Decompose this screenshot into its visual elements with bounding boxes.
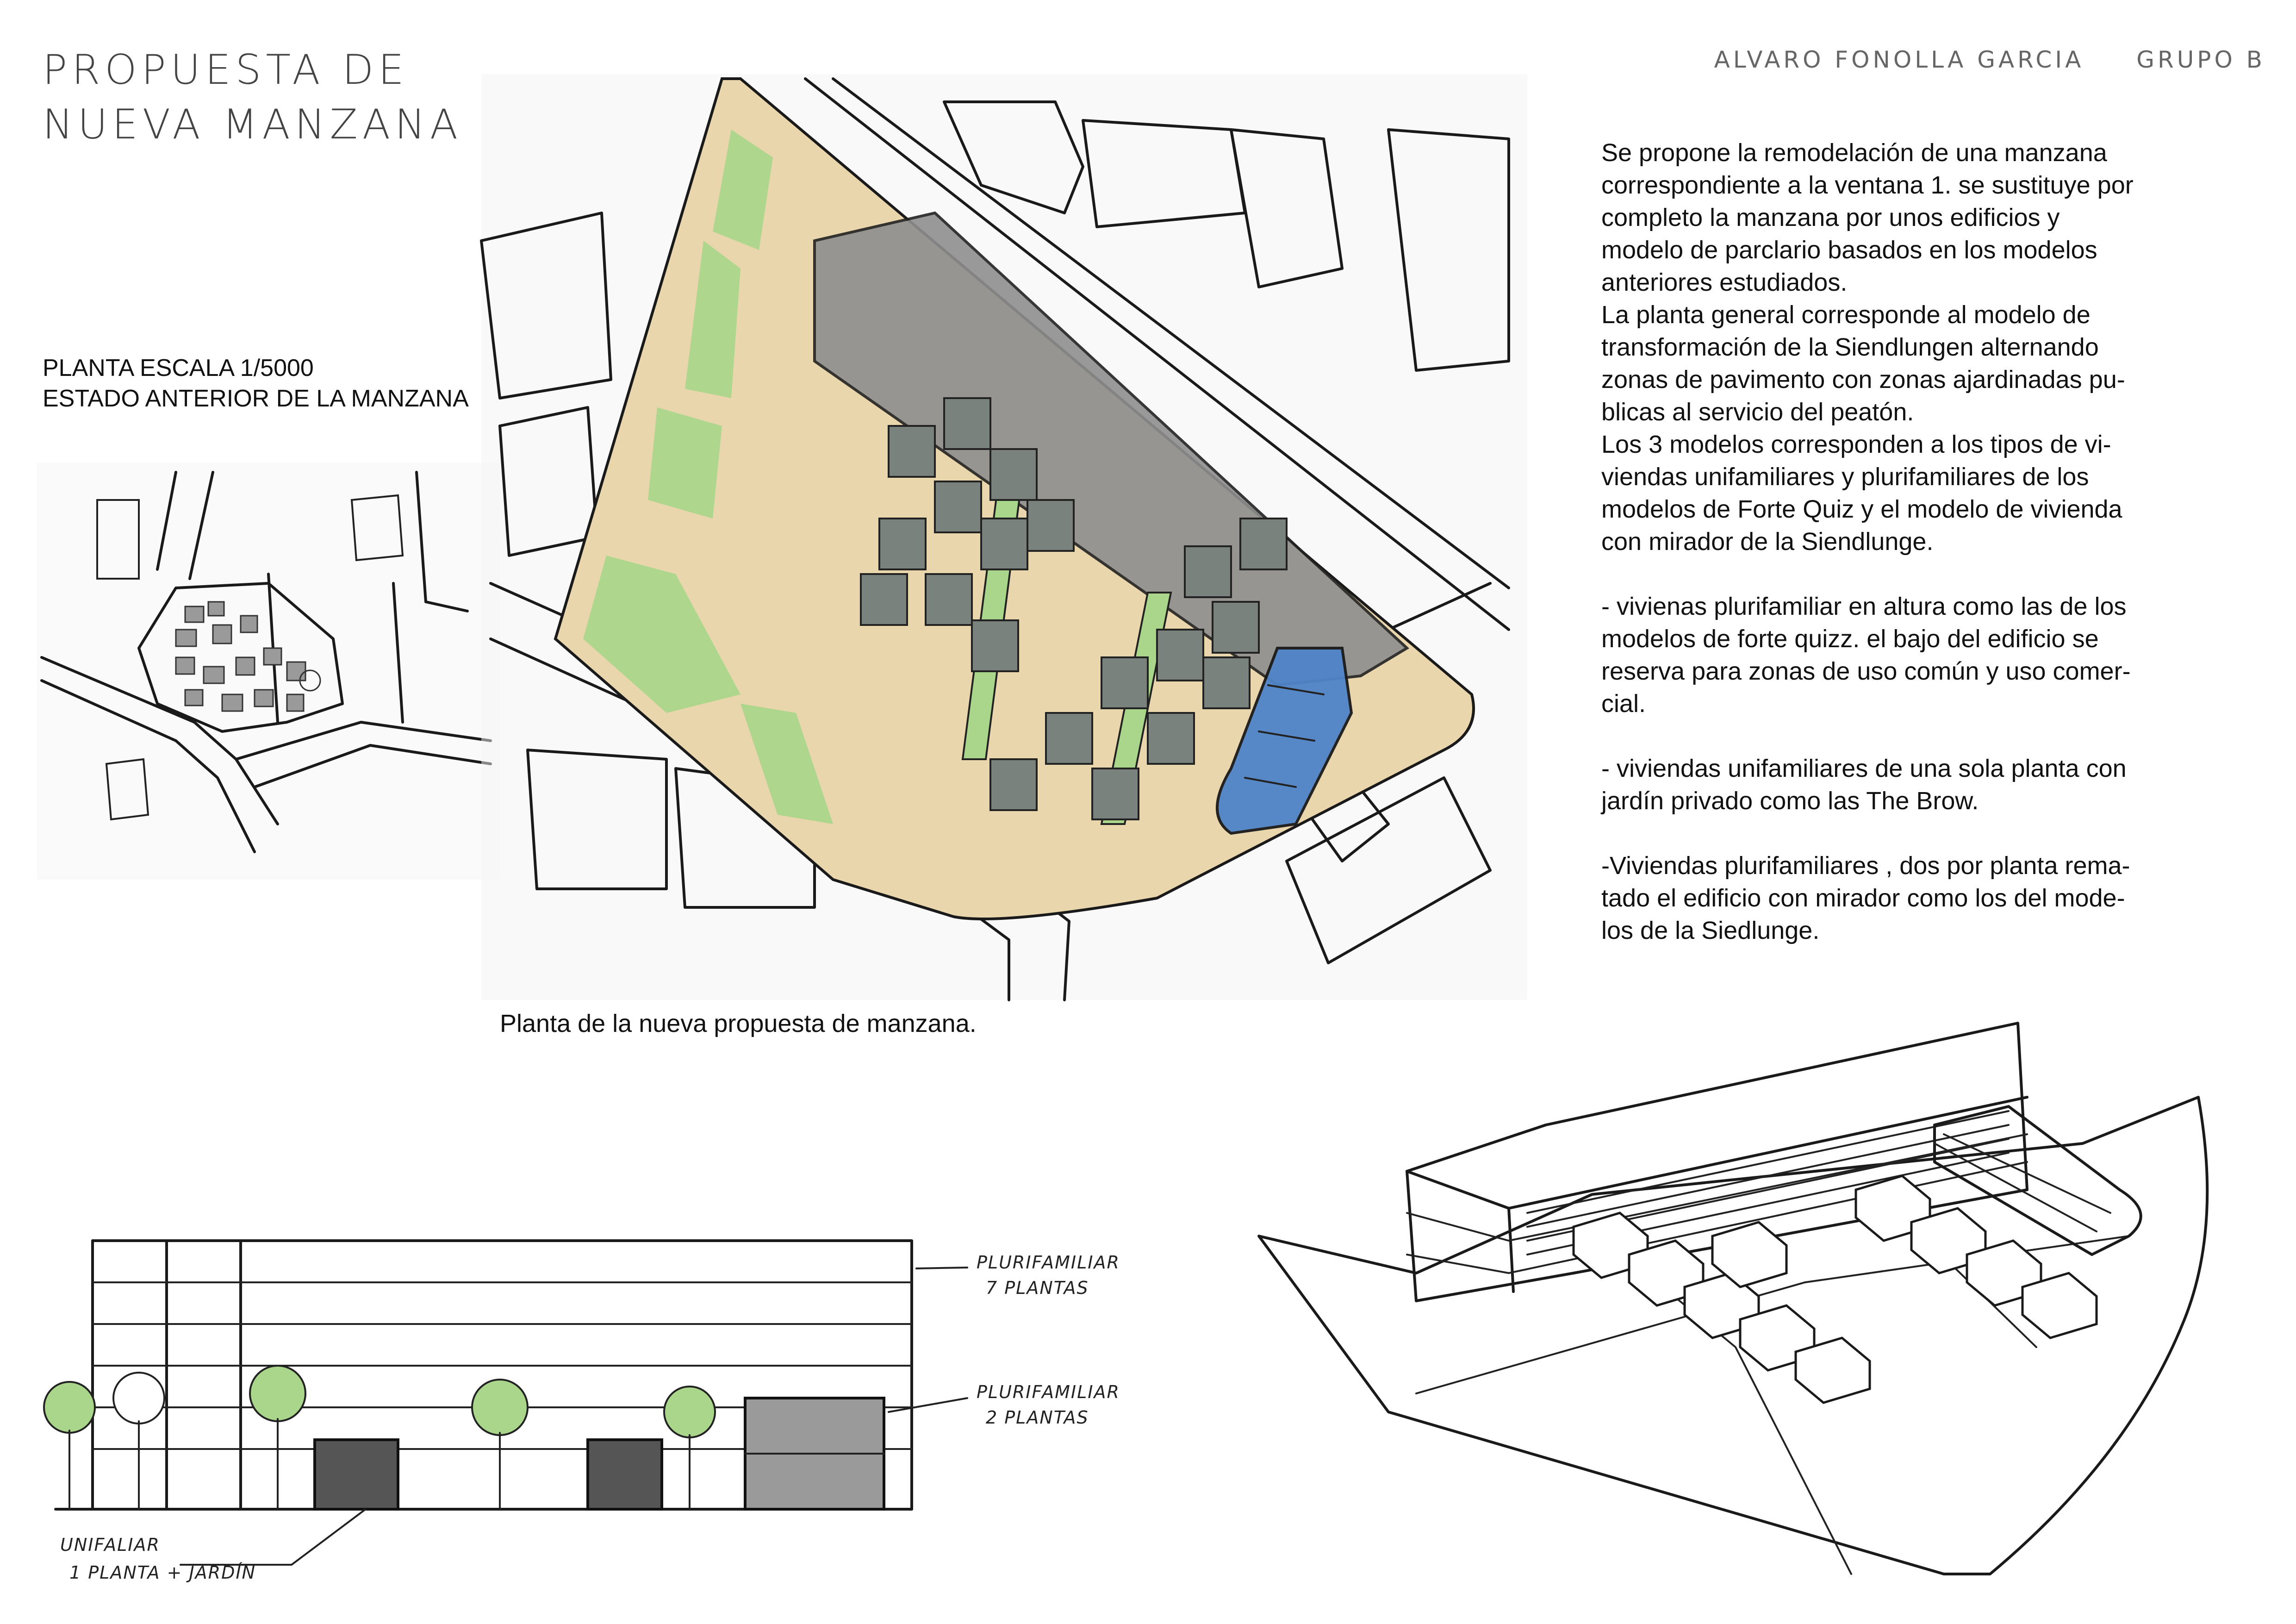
site-plan-label-line2: ESTADO ANTERIOR DE LA MANZANA	[43, 385, 469, 412]
paragraph-gap	[1601, 558, 2259, 590]
note-plurifamiliar-2-floors: 2 PLANTAS	[986, 1407, 1089, 1428]
site-plan-label-line1: PLANTA ESCALA 1/5000	[43, 355, 314, 381]
site-plan-label: PLANTA ESCALA 1/5000 ESTADO ANTERIOR DE …	[43, 353, 469, 414]
note-unifamiliar-detail: 1 PLANTA + JARDÍN	[69, 1562, 256, 1583]
description-paragraph-2: La planta general corresponde al modelo …	[1601, 301, 2125, 426]
description-paragraph-5: - viviendas unifamiliares de una sola pl…	[1601, 755, 2127, 815]
author-name: ALVARO FONOLLA GARCIA	[1714, 46, 2084, 73]
note-unifamiliar: UNIFALIAR	[60, 1535, 160, 1555]
note-plurifamiliar-2: PLURIFAMILIAR	[977, 1382, 1120, 1402]
street-elevation-sketch: PLURIFAMILIAR 7 PLANTAS PLURIFAMILIAR 2 …	[43, 1239, 1120, 1583]
paragraph-gap	[1601, 817, 2259, 849]
new-plan-caption: Planta de la nueva propuesta de manzana.	[500, 1010, 977, 1037]
description-paragraph-6: -Viviendas plurifamiliares , dos por pla…	[1601, 852, 2130, 944]
paragraph-gap	[1601, 720, 2259, 752]
page-title: PROPUESTA DE NUEVA MANZANA	[43, 46, 463, 148]
group-label: GRUPO B	[2136, 46, 2265, 73]
note-plurifamiliar-7: PLURIFAMILIAR	[977, 1252, 1120, 1273]
author-header: ALVARO FONOLLA GARCIA GRUPO B	[1714, 46, 2265, 73]
description-paragraph-4: - vivienas plurifamiliar en altura como …	[1601, 593, 2131, 718]
axonometric-sketch	[1257, 1022, 2209, 1575]
description-text: Se propone la remodelación de una manzan…	[1601, 137, 2259, 947]
previous-state-site-plan	[37, 463, 500, 880]
new-proposal-plan	[480, 74, 1527, 1001]
note-plurifamiliar-7-floors: 7 PLANTAS	[986, 1278, 1089, 1298]
description-paragraph-1: Se propone la remodelación de una manzan…	[1601, 139, 2134, 296]
description-paragraph-3: Los 3 modelos corresponden a los tipos d…	[1601, 431, 2122, 556]
